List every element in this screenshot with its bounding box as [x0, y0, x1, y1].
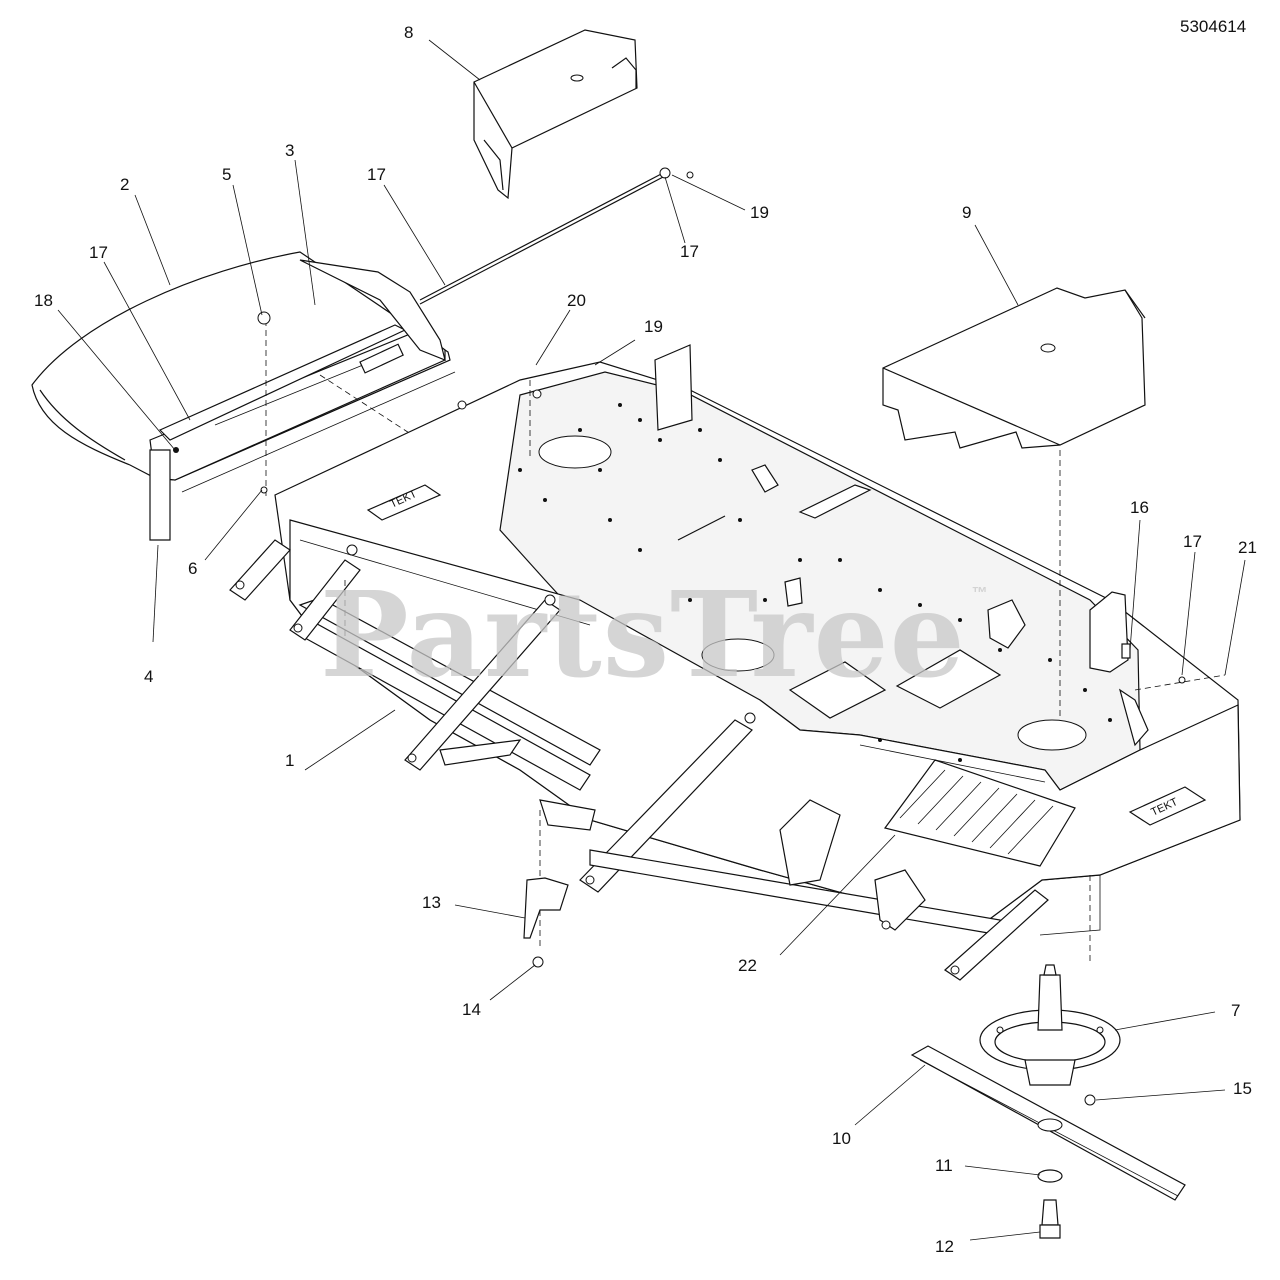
callout-19-left: 18: [34, 291, 53, 310]
part-lift-arm-assembly: [229, 344, 1149, 981]
watermark-text: PartsTree: [320, 565, 966, 704]
callout-4: 4: [144, 667, 153, 686]
callout-1: 1: [285, 751, 294, 770]
callout-3: 3: [285, 141, 294, 160]
callout-labels: 8 3 2 5 17 17 18 19 17 20 19 9 16 17 21 …: [34, 23, 1257, 1256]
callout-19-top: 19: [750, 203, 769, 222]
part-belt-cover-right: [882, 287, 1146, 449]
deck-holes: [518, 403, 1112, 762]
callout-18: 17: [367, 165, 386, 184]
callout-9: 9: [962, 203, 971, 222]
part-deck-grate: [883, 759, 1076, 867]
callout-11: 11: [935, 1156, 953, 1175]
callout-7: 7: [1231, 1001, 1240, 1020]
callout-15: 15: [1233, 1079, 1252, 1098]
part-discharge-chute-assembly: [31, 251, 456, 541]
part-spindle-assembly: [979, 875, 1121, 1106]
callout-22: 22: [738, 956, 757, 975]
callout-20: 19: [644, 317, 663, 336]
leader-lines: [57, 39, 1246, 1241]
callout-6: 6: [188, 559, 197, 578]
partstree-watermark: PartsTree ™: [320, 565, 988, 704]
callout-16: 16: [1130, 498, 1149, 517]
document-number: 5304614: [1180, 17, 1247, 36]
part-belt-cover-top: [473, 29, 638, 200]
callout-14: 14: [462, 1000, 481, 1019]
callout-17-top: 17: [680, 242, 699, 261]
callout-17-left: 17: [89, 243, 108, 262]
callout-21-right: 21: [1238, 538, 1257, 557]
callout-8: 8: [404, 23, 413, 42]
callout-21-top: 20: [567, 291, 586, 310]
part-bracket-and-bolt: [523, 877, 569, 968]
callout-5: 5: [222, 165, 231, 184]
callout-13: 13: [422, 893, 441, 912]
callout-10: 10: [832, 1129, 851, 1148]
part-right-fasteners: [1121, 643, 1226, 691]
callout-17-right: 17: [1183, 532, 1202, 551]
part-rod: [419, 167, 694, 305]
callout-12: 12: [935, 1237, 954, 1256]
watermark-trademark: ™: [971, 585, 989, 602]
callout-2: 2: [120, 175, 129, 194]
part-blade-assembly: [910, 1045, 1186, 1239]
